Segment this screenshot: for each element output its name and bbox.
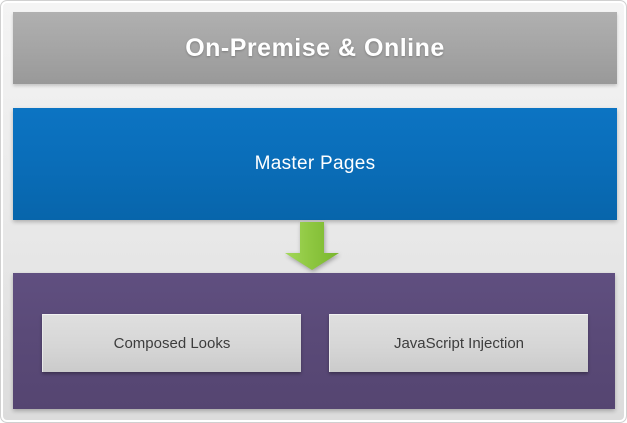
composed-looks-label: Composed Looks bbox=[113, 335, 231, 352]
master-pages-box: Master Pages bbox=[13, 108, 617, 220]
header-box-label: On-Premise & Online bbox=[185, 33, 445, 62]
master-pages-label: Master Pages bbox=[254, 153, 376, 174]
javascript-injection-label: JavaScript Injection bbox=[393, 335, 525, 352]
group-container-box: Composed Looks JavaScript Injection bbox=[13, 273, 615, 409]
javascript-injection-box: JavaScript Injection bbox=[329, 314, 588, 372]
composed-looks-box: Composed Looks bbox=[42, 314, 301, 372]
down-arrow-icon bbox=[285, 222, 339, 270]
header-box-on-premise-online: On-Premise & Online bbox=[13, 12, 617, 84]
